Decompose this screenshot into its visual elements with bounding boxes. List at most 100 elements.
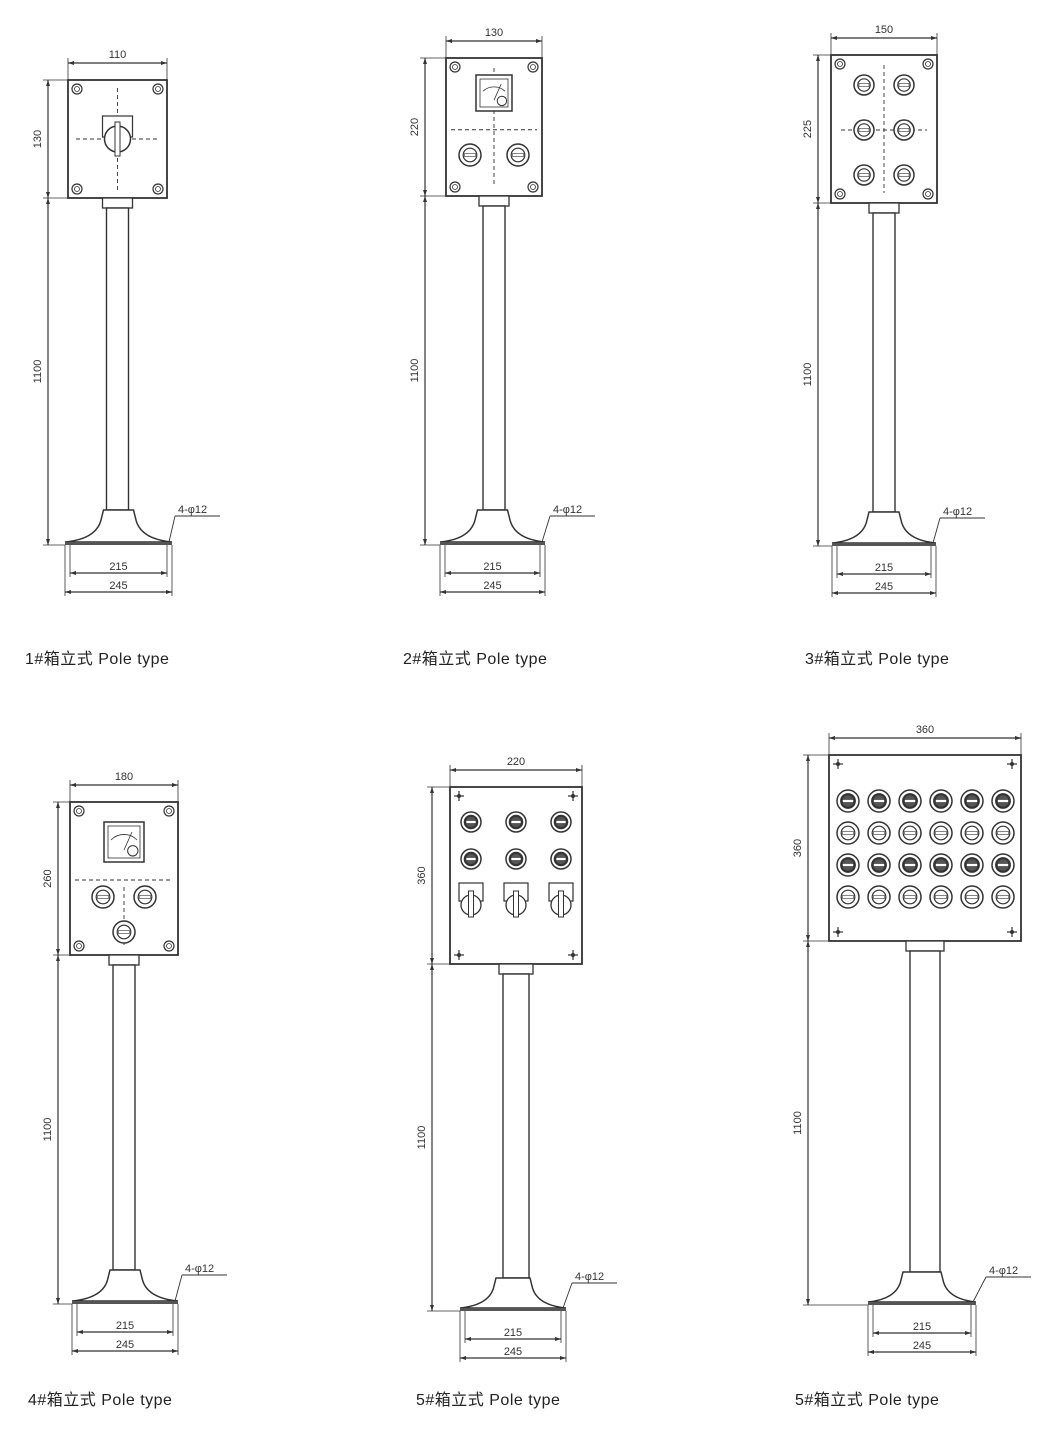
- push-button: [867, 789, 891, 813]
- corner-screw: [71, 83, 83, 95]
- corner-screw: [454, 950, 464, 960]
- push-button: [853, 119, 875, 141]
- push-button: [867, 885, 891, 909]
- corner-screw: [73, 805, 85, 817]
- mounting-hole-spacing-dimension: 215: [913, 1321, 931, 1333]
- base-width-dimension: 245: [109, 580, 127, 592]
- box-width-dimension: 180: [115, 771, 133, 783]
- drawing-caption: 3#箱立式 Pole type: [805, 651, 950, 668]
- push-button: [960, 821, 984, 845]
- push-button: [505, 811, 527, 833]
- push-button: [550, 811, 572, 833]
- mounting-hole-spacing-dimension: 215: [116, 1320, 134, 1332]
- base-width-dimension: 245: [116, 1339, 134, 1351]
- box-width-dimension: 150: [875, 24, 893, 36]
- pole-base: [71, 1269, 179, 1302]
- base-plate: [868, 1302, 976, 1305]
- push-button: [853, 74, 875, 96]
- pole-collar: [868, 202, 900, 214]
- pole-collar: [498, 963, 534, 975]
- corner-screw: [449, 181, 461, 193]
- push-button: [867, 853, 891, 877]
- rotary-switch: [101, 115, 134, 157]
- corner-screw: [1007, 927, 1017, 937]
- push-button: [460, 811, 482, 833]
- push-button: [91, 885, 115, 909]
- corner-screw: [163, 940, 175, 952]
- corner-screw: [568, 950, 578, 960]
- push-button: [929, 821, 953, 845]
- pole-height-dimension: 1100: [802, 363, 814, 387]
- corner-screw: [152, 83, 164, 95]
- push-button: [991, 789, 1015, 813]
- push-button: [460, 848, 482, 870]
- push-button: [836, 853, 860, 877]
- base-width-dimension: 245: [504, 1346, 522, 1358]
- base-width-dimension: 245: [875, 581, 893, 593]
- push-button: [836, 821, 860, 845]
- pole-height-dimension: 1100: [416, 1126, 428, 1150]
- corner-screw: [454, 791, 464, 801]
- push-button: [991, 885, 1015, 909]
- corner-screw: [922, 58, 934, 70]
- push-button: [893, 74, 915, 96]
- mounting-holes-label: 4-φ12: [185, 1263, 214, 1275]
- push-button: [929, 789, 953, 813]
- mounting-holes-label: 4-φ12: [178, 504, 207, 516]
- base-plate: [832, 543, 936, 546]
- base-plate: [72, 1301, 178, 1304]
- box-width-dimension: 360: [916, 724, 934, 736]
- pole-collar: [108, 954, 140, 966]
- pole: [112, 964, 136, 1271]
- box-height-dimension: 360: [792, 839, 804, 857]
- mounting-holes-label: 4-φ12: [943, 506, 972, 518]
- box-width-dimension: 220: [507, 756, 525, 768]
- corner-screw: [922, 188, 934, 200]
- corner-screw: [834, 58, 846, 70]
- pole: [502, 973, 530, 1279]
- push-button: [867, 821, 891, 845]
- corner-screw: [527, 61, 539, 73]
- corner-screw: [71, 183, 83, 195]
- push-button: [836, 885, 860, 909]
- drawing-caption: 5#箱立式 Pole type: [416, 1392, 561, 1409]
- corner-screw: [834, 188, 846, 200]
- push-button: [506, 143, 530, 167]
- drawing-caption: 5#箱立式 Pole type: [795, 1392, 940, 1409]
- push-button: [893, 119, 915, 141]
- pole-base: [459, 1277, 567, 1309]
- corner-screw: [152, 183, 164, 195]
- push-button: [929, 853, 953, 877]
- push-button: [991, 821, 1015, 845]
- push-button: [960, 885, 984, 909]
- mounting-hole-spacing-dimension: 215: [483, 561, 501, 573]
- corner-screw: [163, 805, 175, 817]
- pole: [482, 205, 506, 511]
- push-button: [458, 143, 482, 167]
- mounting-hole-spacing-dimension: 215: [109, 561, 127, 573]
- mounting-holes-label: 4-φ12: [989, 1265, 1018, 1277]
- pole-base: [439, 509, 546, 543]
- box-height-dimension: 130: [32, 130, 44, 148]
- corner-screw: [1007, 759, 1017, 769]
- push-button: [853, 164, 875, 186]
- box-height-dimension: 220: [409, 118, 421, 136]
- corner-screw: [568, 791, 578, 801]
- base-plate: [65, 542, 172, 545]
- pole-collar: [478, 195, 510, 207]
- base-plate: [460, 1308, 566, 1311]
- mounting-hole-spacing-dimension: 215: [504, 1327, 522, 1339]
- pole: [872, 212, 896, 513]
- pole-base: [64, 509, 173, 543]
- push-button: [133, 885, 157, 909]
- box-height-dimension: 260: [42, 869, 54, 887]
- box-height-dimension: 360: [416, 866, 428, 884]
- base-width-dimension: 245: [913, 1340, 931, 1352]
